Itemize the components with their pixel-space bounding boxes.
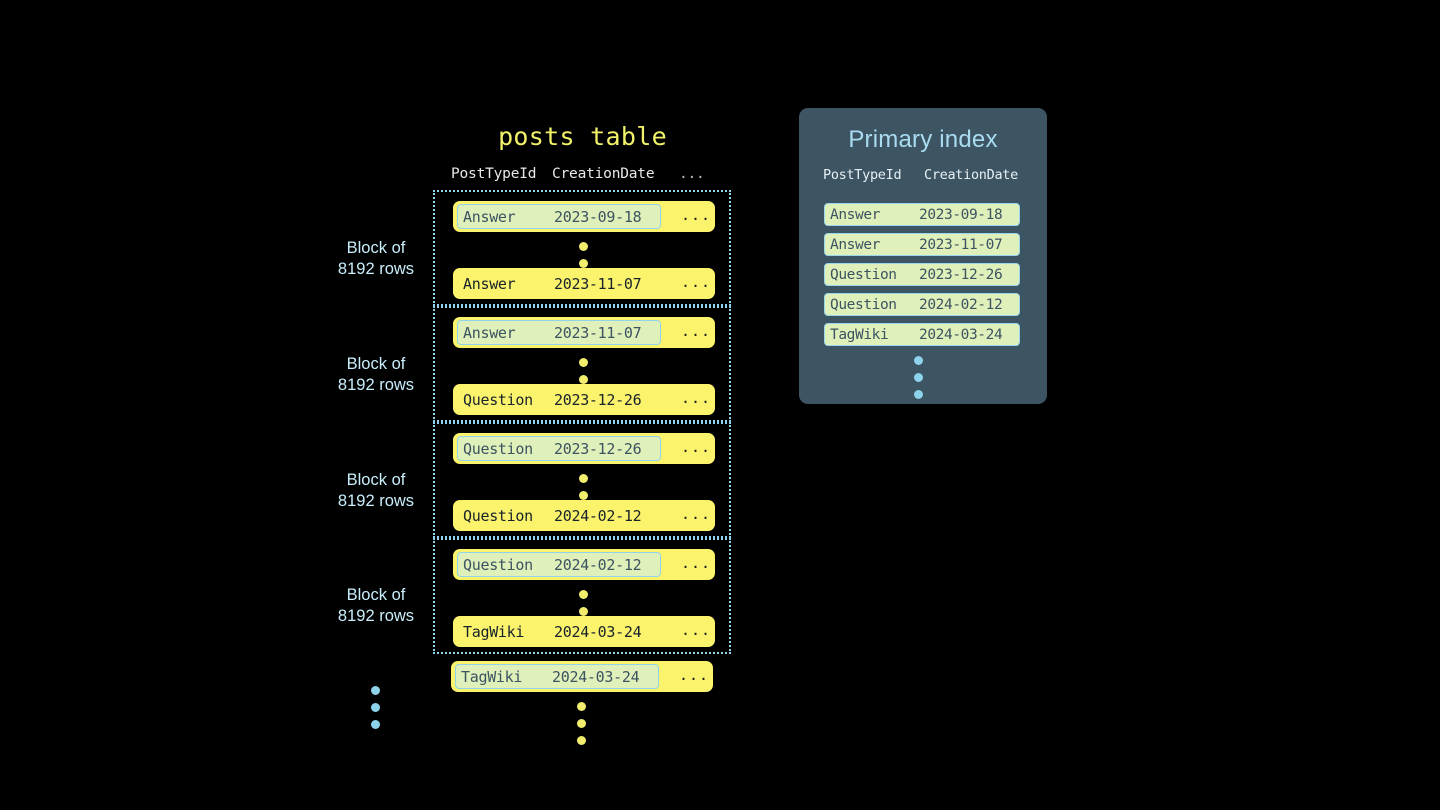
row-highlight — [457, 436, 661, 461]
cell-creationdate: 2024-02-12 — [554, 556, 642, 574]
index-cell-posttypeid: Answer — [830, 207, 880, 223]
cell-posttypeid: Question — [463, 556, 533, 574]
posts-table-column-headers: PostTypeId CreationDate ... — [451, 166, 713, 186]
index-entry: Answer 2023-11-07 — [824, 233, 1020, 256]
index-entry: Answer 2023-09-18 — [824, 203, 1020, 226]
row-highlight — [457, 320, 661, 345]
index-cell-posttypeid: Question — [830, 297, 897, 313]
table-row: Question 2024-02-12 ... — [453, 549, 715, 580]
index-cell-creationdate: 2023-12-26 — [919, 267, 1003, 283]
table-row: TagWiki 2024-03-24 ... — [451, 661, 713, 692]
cell-posttypeid: Question — [463, 391, 533, 409]
index-cell-creationdate: 2023-11-07 — [919, 237, 1003, 253]
table-row: Answer 2023-09-18 ... — [453, 201, 715, 232]
cell-more: ... — [681, 621, 712, 639]
block-label: Block of 8192 rows — [337, 239, 415, 278]
table-row: Answer 2023-11-07 ... — [453, 317, 715, 348]
cell-more: ... — [681, 438, 712, 456]
table-row: Question 2023-12-26 ... — [453, 384, 715, 415]
table-row: Question 2023-12-26 ... — [453, 433, 715, 464]
block-label: Block of 8192 rows — [337, 471, 415, 510]
table-block: Question 2023-12-26 ... Question 2024-02… — [433, 422, 731, 538]
index-entry: Question 2023-12-26 — [824, 263, 1020, 286]
block-ellipsis-dots — [371, 686, 380, 737]
cell-posttypeid: TagWiki — [461, 668, 523, 686]
cell-more: ... — [681, 505, 712, 523]
cell-posttypeid: Answer — [463, 208, 516, 226]
index-cell-posttypeid: Question — [830, 267, 897, 283]
table-block: Answer 2023-09-18 ... Answer 2023-11-07 … — [433, 190, 731, 306]
cell-creationdate: 2023-12-26 — [554, 391, 642, 409]
index-column-header-creationdate: CreationDate — [924, 167, 1018, 183]
cell-creationdate: 2023-12-26 — [554, 440, 642, 458]
cell-posttypeid: Answer — [463, 324, 516, 342]
table-row: Answer 2023-11-07 ... — [453, 268, 715, 299]
cell-posttypeid: Question — [463, 440, 533, 458]
column-header-more: ... — [679, 166, 705, 182]
cell-posttypeid: TagWiki — [463, 623, 525, 641]
row-highlight — [457, 552, 661, 577]
block-label: Block of 8192 rows — [337, 586, 415, 625]
index-cell-creationdate: 2023-09-18 — [919, 207, 1003, 223]
cell-more: ... — [681, 389, 712, 407]
cell-posttypeid: Answer — [463, 275, 516, 293]
index-cell-posttypeid: Answer — [830, 237, 880, 253]
primary-index-title: Primary index — [848, 126, 998, 153]
cell-posttypeid: Question — [463, 507, 533, 525]
cell-creationdate: 2023-11-07 — [554, 275, 642, 293]
cell-creationdate: 2024-03-24 — [554, 623, 642, 641]
table-block: Question 2024-02-12 ... TagWiki 2024-03-… — [433, 538, 731, 654]
cell-creationdate: 2023-11-07 — [554, 324, 642, 342]
index-entry: TagWiki 2024-03-24 — [824, 323, 1020, 346]
posts-table-title: posts table — [498, 122, 667, 151]
posts-table-diagram: posts table PostTypeId CreationDate ... … — [337, 122, 731, 753]
cell-more: ... — [681, 206, 712, 224]
column-header-creationdate: CreationDate — [552, 166, 655, 182]
cell-more: ... — [679, 666, 710, 684]
index-cell-posttypeid: TagWiki — [830, 327, 889, 343]
column-header-posttypeid: PostTypeId — [451, 166, 537, 182]
cell-creationdate: 2024-02-12 — [554, 507, 642, 525]
cell-more: ... — [681, 273, 712, 291]
index-column-headers: PostTypeId CreationDate — [823, 167, 1023, 187]
index-entry: Question 2024-02-12 — [824, 293, 1020, 316]
index-column-header-posttypeid: PostTypeId — [823, 167, 902, 183]
index-cell-creationdate: 2024-02-12 — [919, 297, 1003, 313]
block-label: Block of 8192 rows — [337, 355, 415, 394]
row-highlight — [455, 664, 659, 689]
cell-creationdate: 2024-03-24 — [552, 668, 640, 686]
index-cell-creationdate: 2024-03-24 — [919, 327, 1003, 343]
cell-more: ... — [681, 554, 712, 572]
table-row: Question 2024-02-12 ... — [453, 500, 715, 531]
row-highlight — [457, 204, 661, 229]
primary-index-panel: Primary index PostTypeId CreationDate An… — [799, 108, 1047, 404]
index-ellipsis-dots — [914, 356, 923, 407]
table-block: Answer 2023-11-07 ... Question 2023-12-2… — [433, 306, 731, 422]
cell-creationdate: 2023-09-18 — [554, 208, 642, 226]
table-row: TagWiki 2024-03-24 ... — [453, 616, 715, 647]
cell-more: ... — [681, 322, 712, 340]
table-ellipsis-dots — [577, 702, 586, 753]
